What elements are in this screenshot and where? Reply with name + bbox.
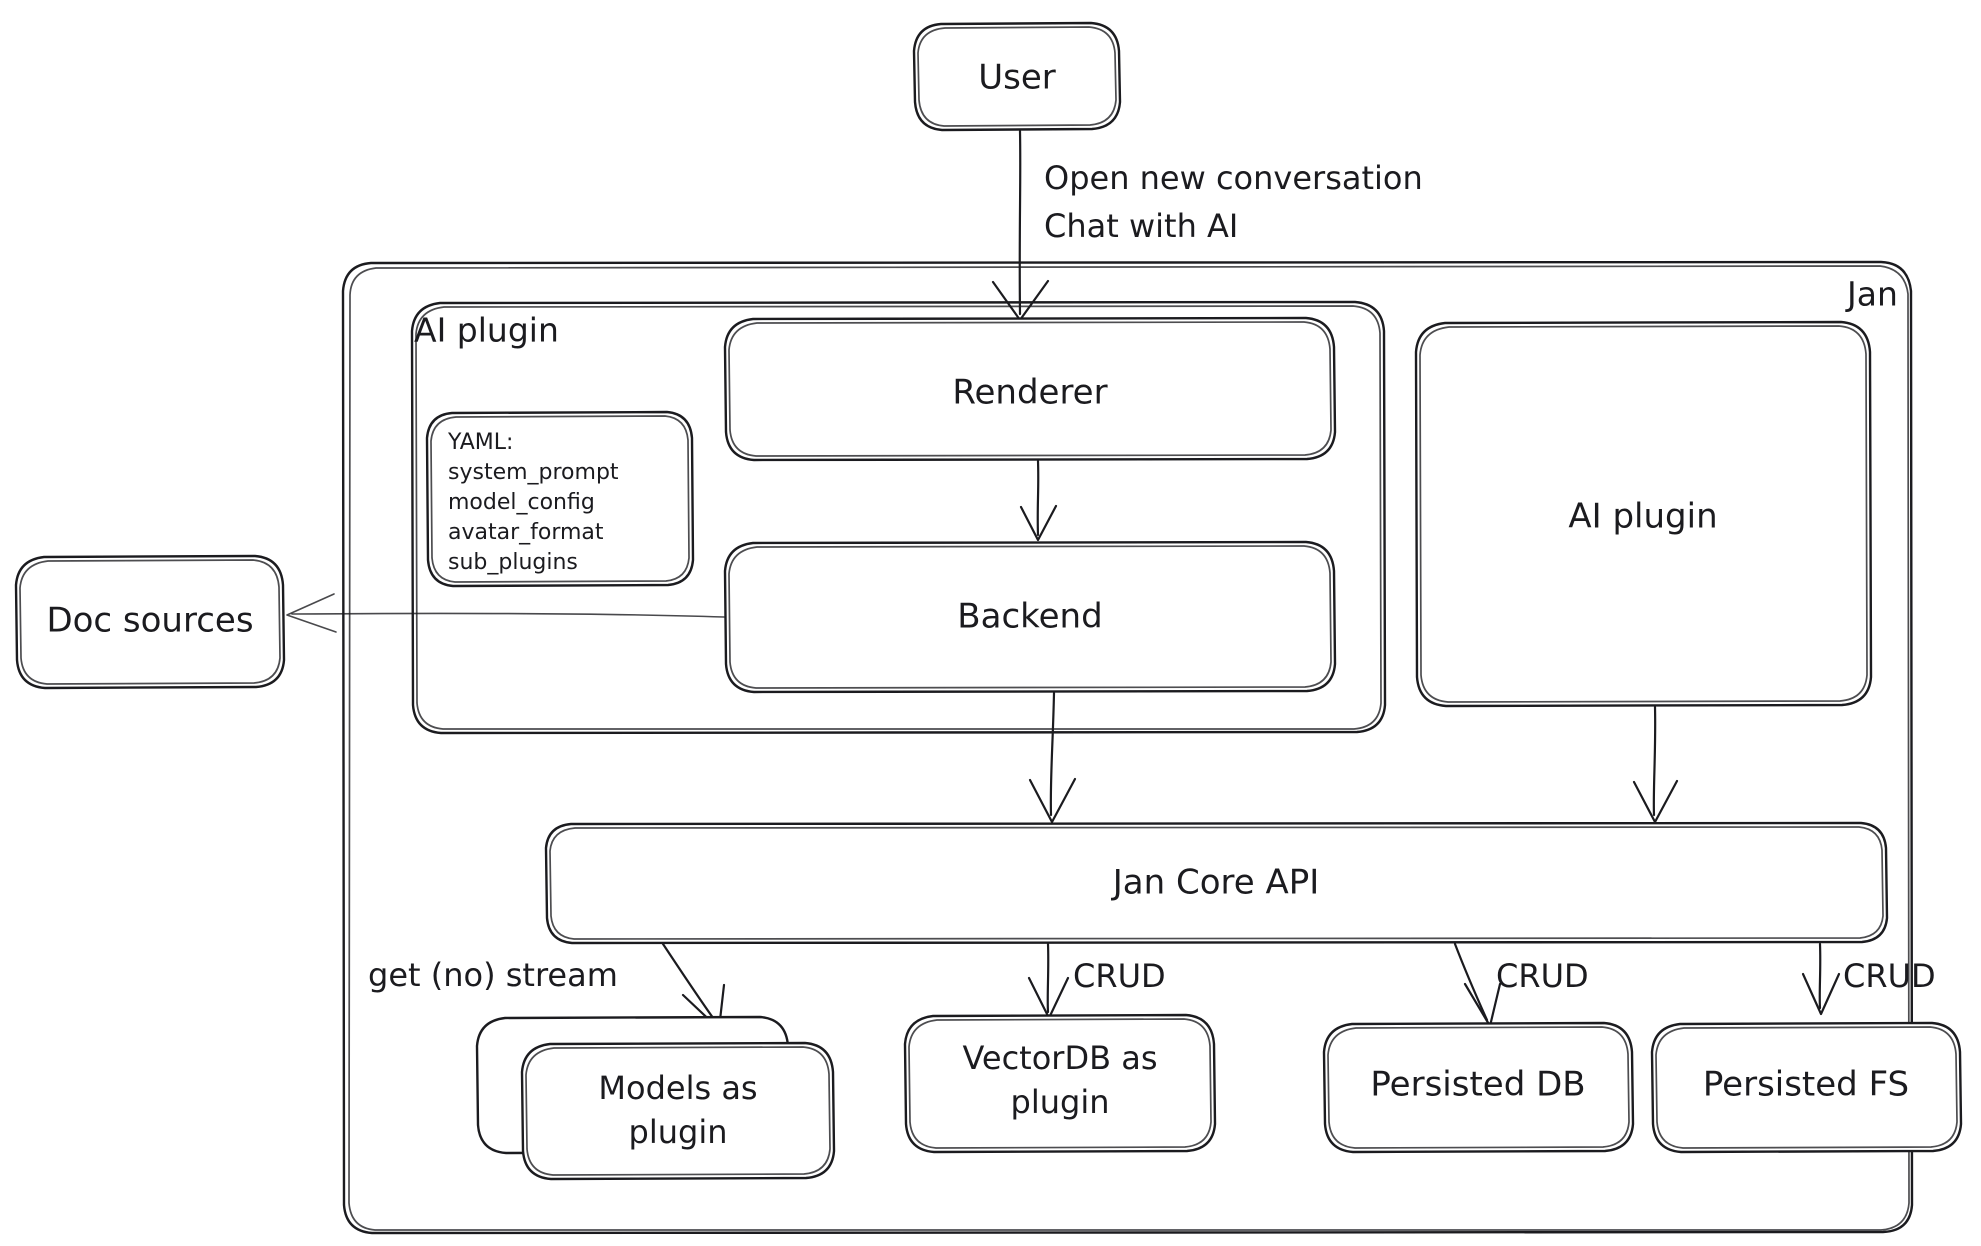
edge-renderer-backend [1019,459,1058,542]
node-models-plugin-box-front [520,1041,836,1181]
group-jan-outline [341,260,1914,1235]
edge-renderer-backend-arrowhead [1019,504,1058,542]
node-vectordb-plugin-label-line1: VectorDB as [962,1039,1157,1077]
node-persisted-fs[interactable]: Persisted FS [1650,1021,1963,1154]
edge-core-vectordb: CRUD [1027,942,1166,1020]
edge-core-models-label: get (no) stream [368,956,618,994]
edge-backend-doc-sources-arrowhead [286,593,337,633]
node-doc-sources[interactable]: Doc sources [14,554,286,690]
node-models-plugin[interactable]: Models as plugin [475,1015,836,1181]
node-models-plugin-label-line1: Models as [598,1069,757,1107]
group-ai-plugin-label: AI plugin [414,311,559,350]
node-persisted-fs-box [1650,1021,1963,1154]
edge-user-renderer-label-line2: Chat with AI [1044,207,1238,245]
yaml-card-key-avatar-format: avatar_format [448,520,604,545]
node-doc-sources-label: Doc sources [46,601,253,641]
yaml-card-key-system-prompt: system_prompt [448,460,619,485]
edge-user-renderer-label-line1: Open new conversation [1044,159,1423,197]
node-persisted-db-label: Persisted DB [1370,1065,1585,1105]
edge-core-persisted-fs-arrowhead [1801,972,1841,1016]
edge-backend-core-arrowhead [1028,777,1077,824]
node-user-box-sketch [917,26,1117,127]
node-renderer[interactable]: Renderer [723,316,1337,462]
edge-backend-core-line [1049,691,1056,817]
edge-core-persisted-db-arrowhead [1463,982,1502,1028]
edge-aiplugin-core-line [1652,705,1657,817]
node-persisted-db-box-sketch [1327,1026,1630,1149]
edge-user-renderer-line [1018,129,1022,316]
node-renderer-box [723,316,1337,462]
node-ai-plugin-label: AI plugin [1568,497,1717,537]
node-vectordb-plugin-box [903,1013,1217,1154]
node-user-label: User [978,58,1056,98]
node-models-plugin-box-front-sketch [525,1046,831,1176]
edge-core-persisted-fs: CRUD [1801,942,1936,1016]
node-backend-box [723,540,1337,694]
edge-aiplugin-core [1632,705,1679,824]
node-ai-plugin-box [1414,320,1873,708]
edge-core-persisted-db: CRUD [1453,942,1589,1028]
node-yaml-card[interactable]: YAML: system_prompt model_config avatar_… [425,410,695,588]
edge-core-persisted-fs-line [1818,942,1822,1010]
node-yaml-card-box-sketch [430,415,690,583]
node-user-box [912,21,1122,132]
node-jan-core-api-box-sketch [549,826,1884,940]
node-vectordb-plugin-box-sketch [908,1018,1212,1149]
node-persisted-db-box [1322,1021,1635,1154]
node-renderer-label: Renderer [952,373,1107,413]
edge-core-vectordb-label: CRUD [1073,957,1166,995]
node-persisted-fs-label: Persisted FS [1703,1065,1909,1105]
node-doc-sources-box [14,554,286,690]
yaml-card-key-sub-plugins: sub_plugins [448,550,578,575]
edge-aiplugin-core-arrowhead [1632,779,1679,824]
edge-backend-doc-sources-line [291,612,725,618]
edge-core-persisted-fs-label: CRUD [1843,957,1936,995]
node-backend[interactable]: Backend [723,540,1337,694]
node-vectordb-plugin-label-line2: plugin [1011,1083,1110,1121]
node-renderer-box-sketch [728,321,1332,457]
edge-user-renderer: Open new conversation Chat with AI [991,129,1423,322]
group-ai-plugin-outline [410,300,1387,735]
node-backend-label: Backend [957,597,1102,637]
edge-core-models-line [661,942,718,1024]
node-persisted-db[interactable]: Persisted DB [1322,1021,1635,1154]
yaml-card-key-model-config: model_config [448,490,595,515]
edge-core-vectordb-line [1046,942,1050,1014]
node-user[interactable]: User [912,21,1122,132]
node-ai-plugin[interactable]: AI plugin [1414,320,1873,708]
node-yaml-card-box [425,410,695,588]
edge-core-persisted-db-line [1453,942,1489,1022]
group-ai-plugin: AI plugin [410,300,1387,735]
edge-core-models: get (no) stream [368,942,726,1031]
group-ai-plugin-outline-sketch [415,305,1382,730]
node-jan-core-api[interactable]: Jan Core API [544,821,1889,945]
node-backend-box-sketch [728,545,1332,689]
node-models-plugin-label-line2: plugin [629,1113,728,1151]
group-jan-label: Jan [1845,275,1898,314]
group-jan-outline-sketch [348,265,1910,1231]
edge-backend-doc-sources [286,593,725,633]
node-vectordb-plugin[interactable]: VectorDB as plugin [903,1013,1217,1154]
node-persisted-fs-box-sketch [1655,1026,1958,1149]
edge-renderer-backend-line [1036,459,1040,537]
node-jan-core-api-box [544,821,1889,945]
edge-backend-core [1028,691,1077,824]
edge-core-persisted-db-label: CRUD [1496,957,1589,995]
node-jan-core-api-label: Jan Core API [1111,863,1320,903]
node-ai-plugin-box-sketch [1419,325,1868,703]
node-doc-sources-box-sketch [19,559,281,685]
group-jan: Jan [341,260,1914,1235]
yaml-card-title: YAML: [447,430,513,455]
